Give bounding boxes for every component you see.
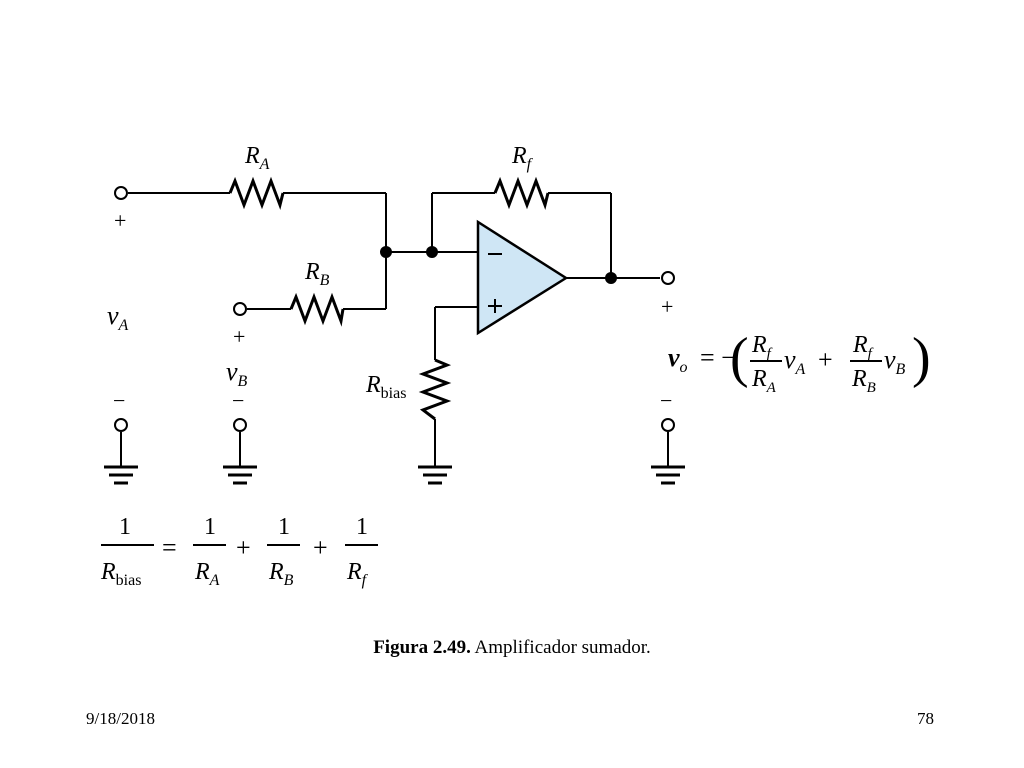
terminal-vb-bottom (233, 418, 247, 432)
svg-text:Rbias: Rbias (100, 559, 141, 589)
vb-plus-sign: + (233, 324, 245, 349)
svg-text:Rf: Rf (852, 332, 874, 362)
svg-text:=: = (162, 533, 177, 562)
vo-plus-sign: + (661, 294, 673, 319)
svg-text:= −: = − (700, 343, 736, 372)
svg-text:): ) (912, 327, 931, 389)
rbias-equation: 1 Rbias = 1 RA + 1 RB + 1 Rf (100, 514, 378, 589)
svg-text:RB: RB (268, 559, 294, 589)
vo-minus-sign: − (660, 388, 672, 413)
resistor-rb (289, 292, 345, 327)
ground-symbol-rbias (418, 465, 452, 485)
footer-date: 9/18/2018 (86, 709, 155, 728)
svg-text:Rf: Rf (346, 559, 369, 589)
footer-page-number: 78 (917, 709, 934, 728)
svg-text:(: ( (730, 327, 749, 389)
resistor-ra (228, 176, 285, 211)
svg-text:1: 1 (278, 514, 290, 540)
resistor-rbias (418, 358, 452, 421)
terminal-vb-top (233, 302, 247, 316)
resistor-rf (493, 176, 550, 211)
svg-text:1: 1 (204, 514, 216, 540)
svg-text:RA: RA (751, 366, 777, 396)
label-va: vA (107, 301, 129, 334)
svg-text:vo: vo (668, 343, 688, 376)
svg-text:vB: vB (884, 345, 906, 378)
ground-symbol-vb (223, 465, 257, 485)
svg-text:vA: vA (784, 345, 806, 378)
terminals (114, 186, 675, 432)
op-amp (476, 219, 569, 336)
ground-symbol-vo (651, 465, 685, 485)
label-rb: RB (304, 259, 330, 289)
va-minus-sign: − (113, 388, 125, 413)
svg-text:1: 1 (356, 514, 368, 540)
label-rf: Rf (511, 143, 534, 173)
svg-text:+: + (818, 345, 833, 374)
vo-equation: vo = − ( Rf RA vA + Rf RB vB (668, 327, 931, 396)
circuit-wires (120, 192, 669, 467)
figure-caption: Figura 2.49. Amplificador sumador. (0, 637, 1024, 659)
svg-text:1: 1 (119, 514, 131, 540)
label-vb: vB (226, 357, 248, 390)
label-rbias: Rbias (365, 372, 406, 402)
terminal-vo-bottom (661, 418, 675, 432)
svg-text:RB: RB (851, 366, 876, 396)
ground-symbol-va (104, 465, 138, 485)
svg-text:+: + (313, 533, 328, 562)
svg-text:Rf: Rf (751, 332, 773, 362)
terminal-va-top (114, 186, 128, 200)
label-ra: RA (244, 143, 270, 173)
junction-dots (380, 246, 617, 284)
svg-text:+: + (236, 533, 251, 562)
figure-caption-text: Amplificador sumador. (474, 637, 651, 658)
svg-text:RA: RA (194, 559, 220, 589)
terminal-vo-top (661, 271, 675, 285)
va-plus-sign: + (114, 208, 126, 233)
figure-caption-label: Figura 2.49. (373, 637, 471, 658)
terminal-va-bottom (114, 418, 128, 432)
vb-minus-sign: − (232, 388, 244, 413)
